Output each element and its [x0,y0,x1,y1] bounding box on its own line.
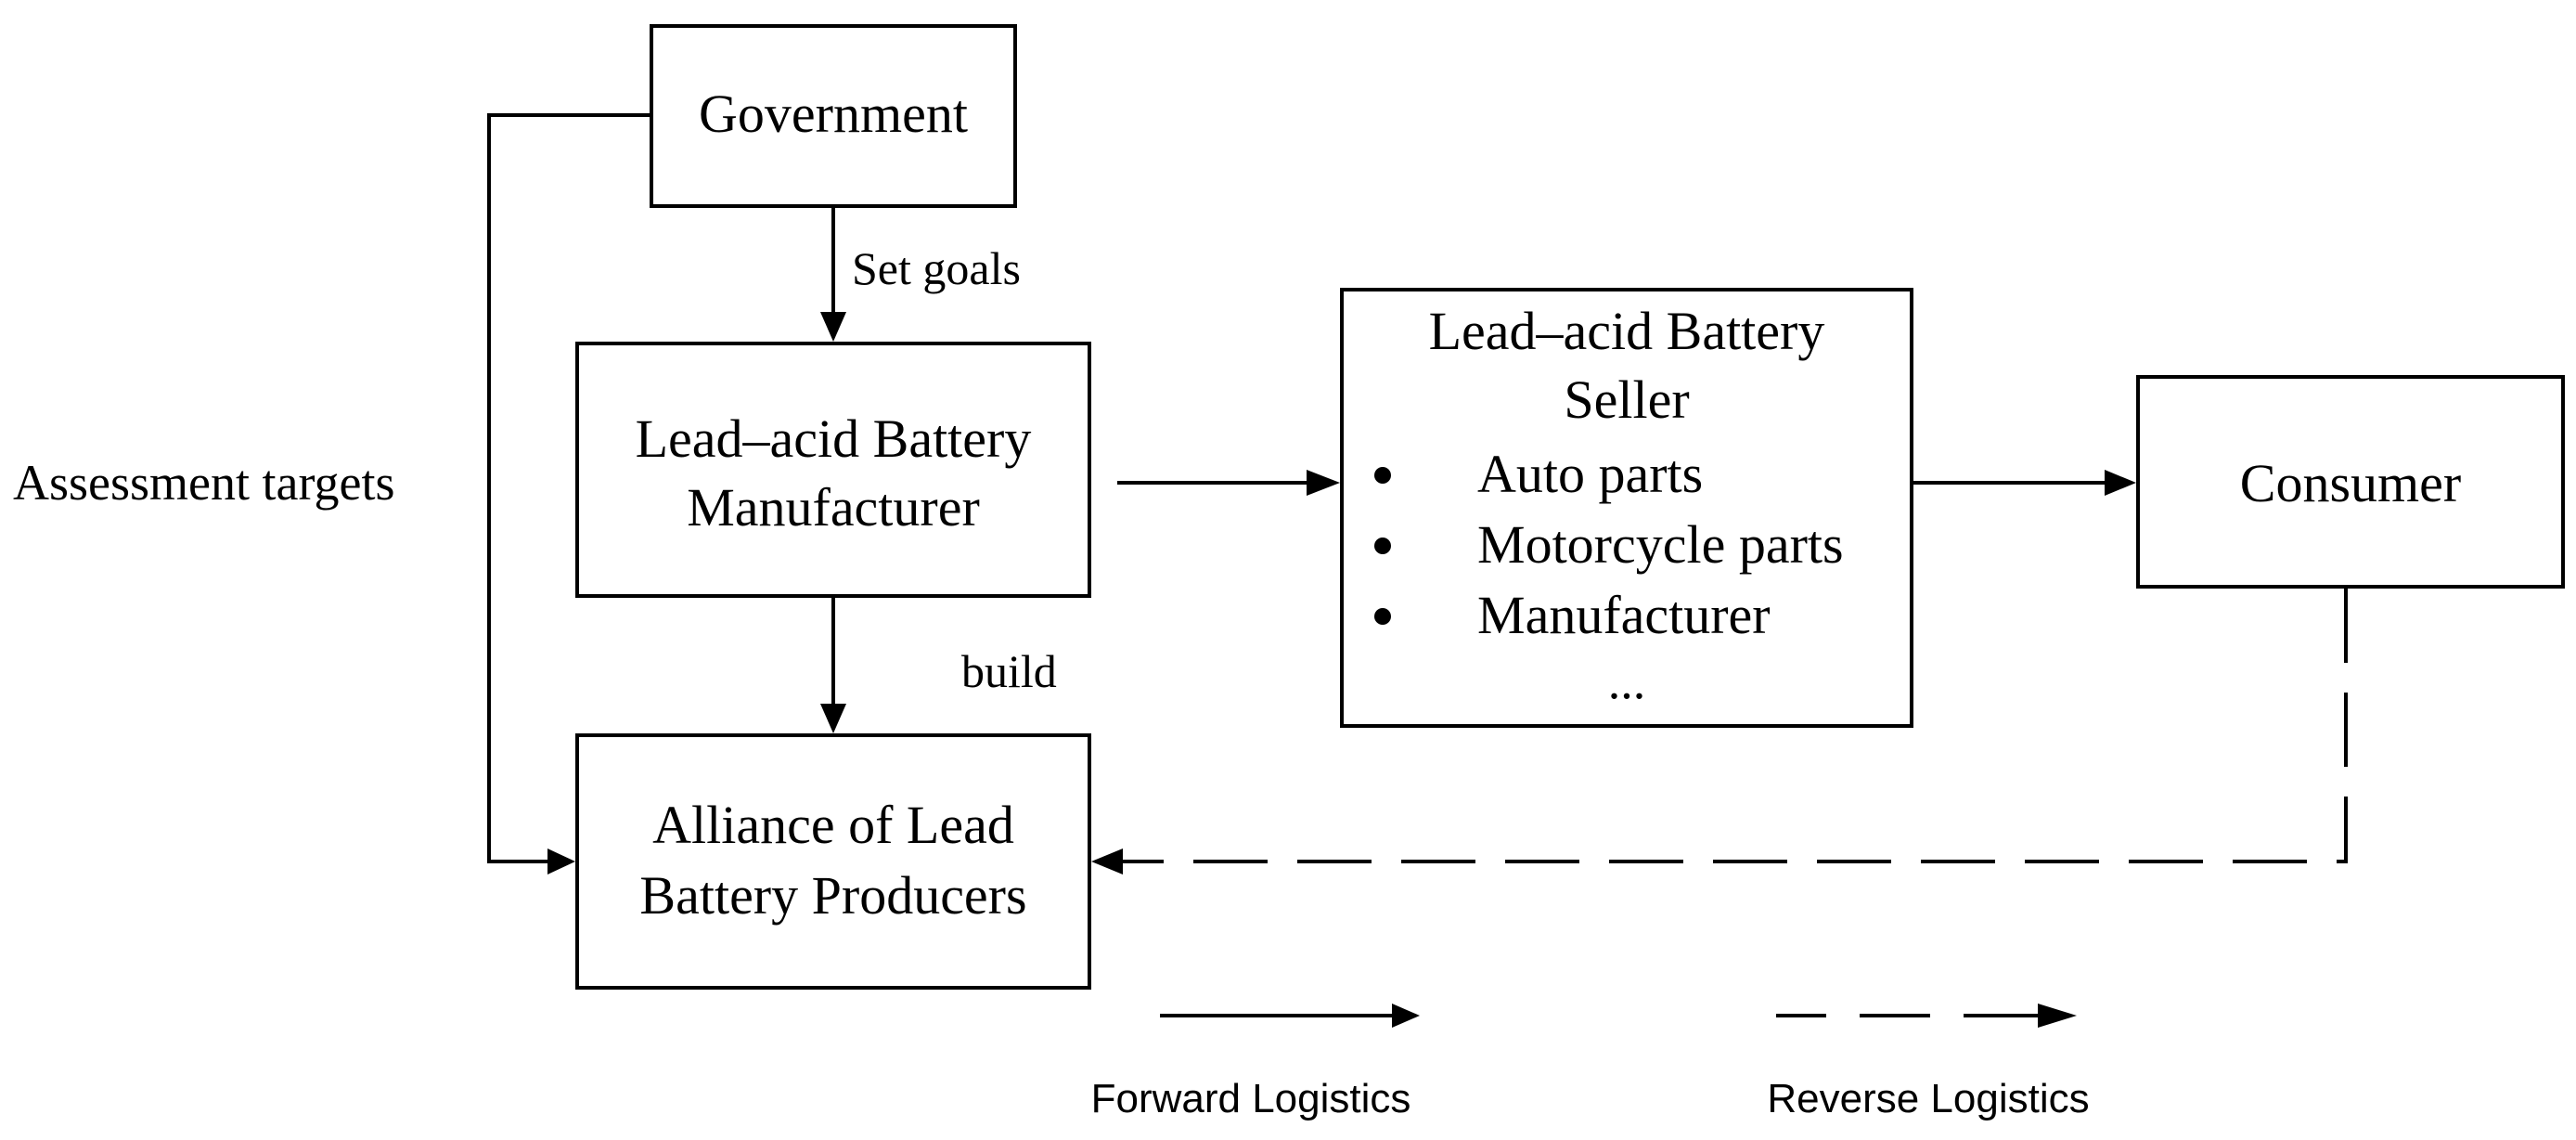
seller-label-line1: Lead–acid Battery [1429,301,1825,361]
manufacturer-node: Lead–acid Battery Manufacturer [575,342,1091,598]
manufacturer-label-line1: Lead–acid Battery [636,408,1032,469]
consumer-label: Consumer [2240,453,2461,513]
seller-item: Manufacturer [1477,585,1771,645]
legend-forward-line [1160,1004,1420,1028]
edge-consumer-to-alliance-reverse [1091,589,2348,874]
government-label: Government [699,84,968,144]
consumer-node: Consumer [2136,375,2565,589]
build-label: build [961,645,1057,697]
legend: Forward Logistics Reverse Logistics [1091,1004,2090,1121]
legend-reverse-label: Reverse Logistics [1767,1076,2089,1121]
alliance-node: Alliance of Lead Battery Producers [575,733,1091,990]
alliance-label-line2: Battery Producers [639,865,1026,926]
seller-item: Auto parts [1477,444,1703,504]
legend-forward-label: Forward Logistics [1091,1076,1411,1121]
legend-reverse-line [1776,1004,2077,1028]
assessment-targets-label: Assessment targets [13,455,394,511]
set-goals-label: Set goals [852,242,1021,294]
edge-government-to-alliance [487,113,650,874]
alliance-label-line1: Alliance of Lead [652,795,1014,855]
bullet-icon [1374,538,1391,554]
seller-node: Lead–acid Battery Seller Auto parts Moto… [1340,288,1913,728]
bullet-icon [1374,467,1391,484]
bullet-icon [1374,608,1391,625]
edge-manufacturer-to-seller [1117,470,1340,496]
government-node: Government [650,24,1017,208]
seller-label-line2: Seller [1564,369,1689,430]
edge-seller-to-consumer [1913,470,2136,496]
edge-government-to-manufacturer [820,206,846,342]
manufacturer-label-line2: Manufacturer [687,477,980,538]
edge-manufacturer-to-alliance [820,598,846,733]
seller-item: Motorcycle parts [1477,514,1844,575]
seller-ellipsis: ... [1608,654,1646,709]
